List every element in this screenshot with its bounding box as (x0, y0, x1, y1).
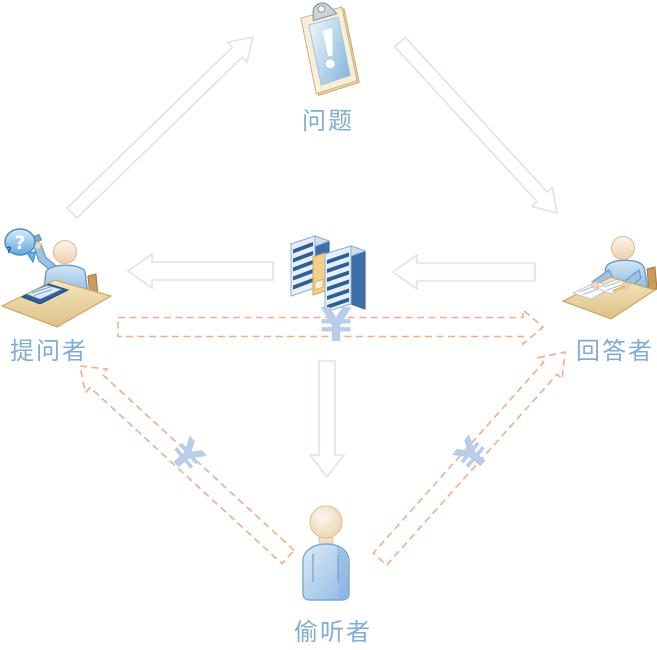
eavesdropper-person-icon (302, 505, 350, 601)
answerer-label: 回答者 (576, 337, 654, 365)
arrow-server-to-eavesdropper (308, 360, 346, 479)
answerer-at-desk-icon (561, 236, 657, 320)
eavesdropper-label: 偷听者 (294, 618, 372, 646)
clipboard-alert-icon (300, 2, 360, 97)
dashed-arrow-eavesdropper-to-asker (78, 365, 296, 565)
asker-at-desk-icon: ? ? (0, 228, 113, 328)
svg-text:?: ? (14, 232, 25, 254)
dashed-arrow-eavesdropper-to-answerer (372, 350, 566, 567)
currency-yen-center: ¥ (319, 298, 352, 352)
node-question (291, 2, 365, 98)
server-stack-icon (289, 235, 367, 313)
svg-text:?: ? (6, 246, 11, 256)
dashed-arrow-asker-to-answerer (117, 308, 545, 346)
node-eavesdropper (292, 502, 364, 602)
arrow-asker-to-question (65, 35, 255, 220)
question-label: 问题 (302, 107, 354, 135)
arrow-answerer-to-server (391, 253, 536, 291)
node-asker: ? ? (0, 226, 114, 330)
asker-label: 提问者 (10, 337, 88, 365)
node-answerer (561, 227, 657, 329)
node-server (283, 224, 375, 316)
arrow-question-to-answerer (393, 36, 559, 215)
arrow-server-to-asker (126, 252, 274, 290)
